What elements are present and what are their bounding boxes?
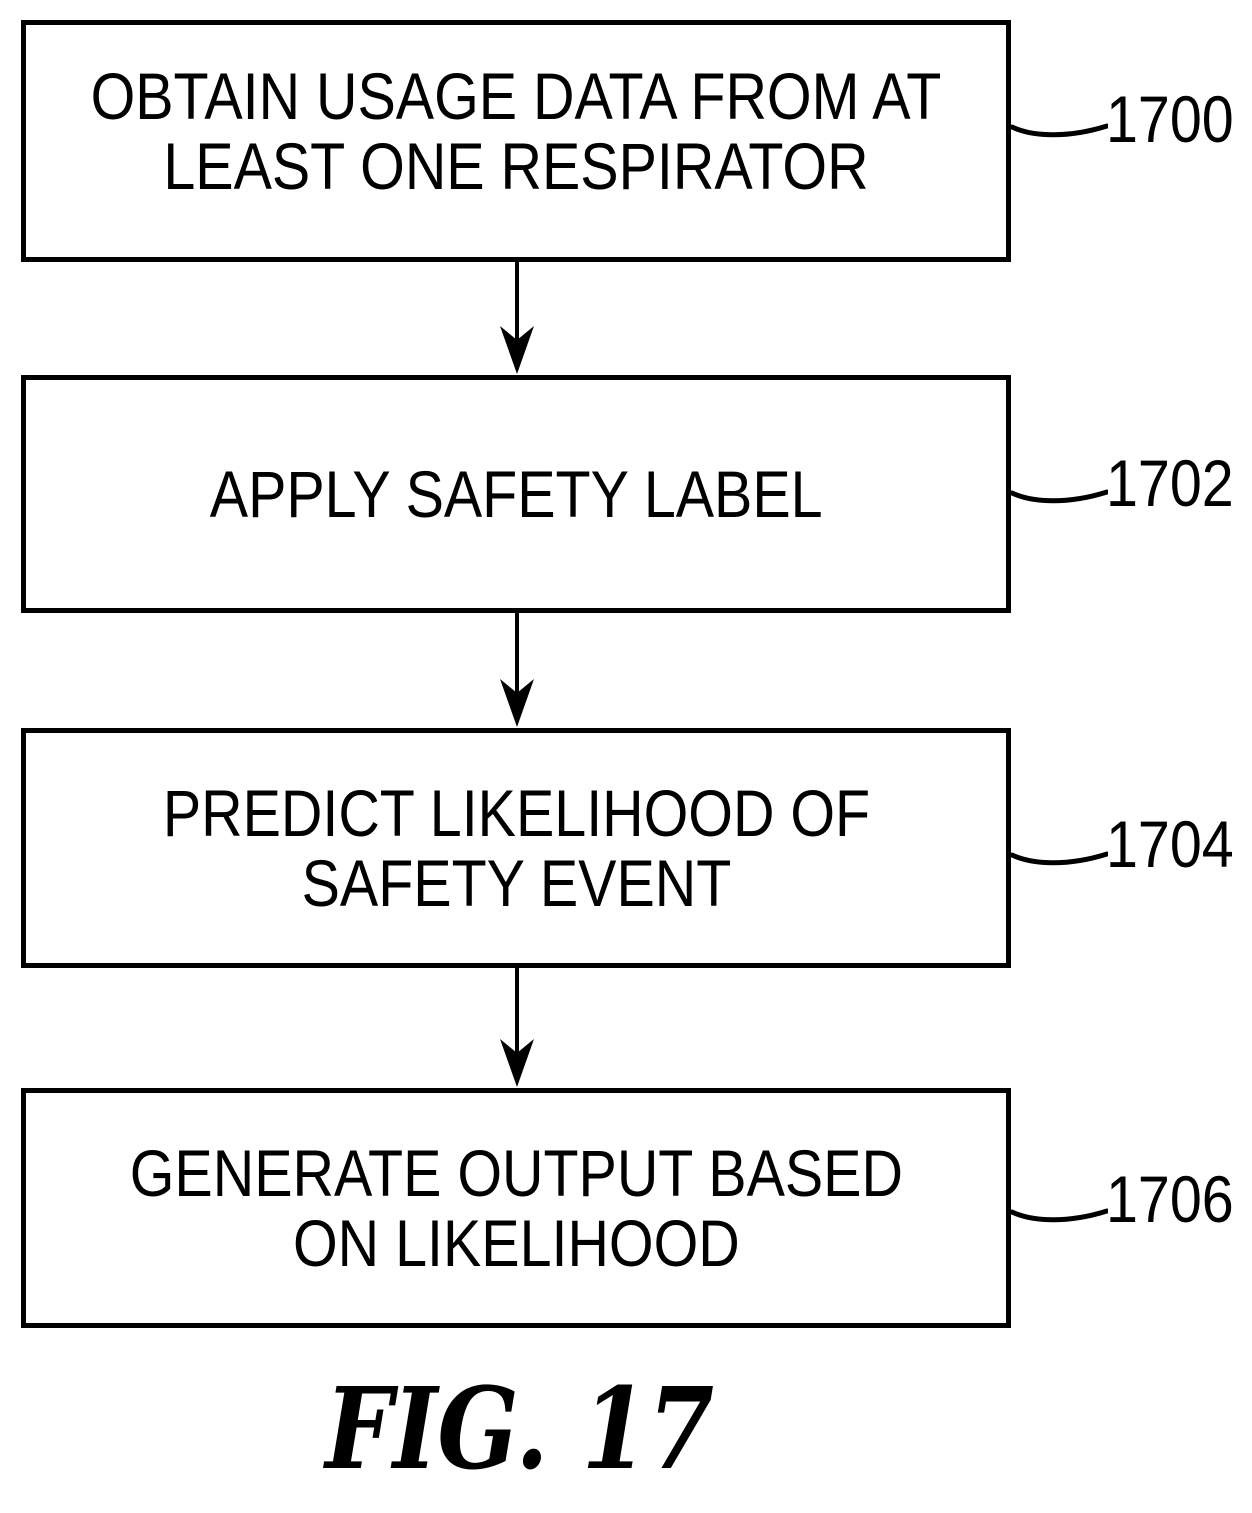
- flow-step-generate-output: GENERATE OUTPUT BASED ON LIKELIHOOD: [21, 1088, 1011, 1328]
- flow-step-obtain-usage-data-label: OBTAIN USAGE DATA FROM AT LEAST ONE RESP…: [90, 59, 942, 203]
- ref-number-1706: 1706: [1106, 1162, 1234, 1236]
- leader-line-1706: [1011, 1208, 1108, 1223]
- flow-step-predict-likelihood: PREDICT LIKELIHOOD OF SAFETY EVENT: [21, 728, 1011, 968]
- down-arrow-connector-3: [500, 968, 534, 1087]
- leader-line-1702: [1011, 489, 1108, 504]
- ref-number-1702: 1702: [1106, 446, 1234, 520]
- down-arrow-connector-2: [500, 613, 534, 727]
- ref-number-1704: 1704: [1106, 807, 1234, 881]
- flow-step-generate-output-label: GENERATE OUTPUT BASED ON LIKELIHOOD: [129, 1136, 903, 1280]
- flow-step-apply-safety-label: APPLY SAFETY LABEL: [21, 375, 1011, 613]
- flow-step-obtain-usage-data: OBTAIN USAGE DATA FROM AT LEAST ONE RESP…: [21, 20, 1011, 262]
- down-arrow-connector-1: [500, 262, 534, 374]
- ref-number-1700: 1700: [1106, 82, 1234, 156]
- figure-caption: FIG. 17: [0, 1374, 1040, 1486]
- leader-line-1704: [1011, 851, 1108, 866]
- figure-caption-text: FIG. 17: [325, 1364, 715, 1495]
- leader-line-1700: [1011, 123, 1108, 138]
- flow-step-apply-safety-label-label: APPLY SAFETY LABEL: [209, 457, 823, 531]
- flow-step-predict-likelihood-label: PREDICT LIKELIHOOD OF SAFETY EVENT: [162, 776, 870, 920]
